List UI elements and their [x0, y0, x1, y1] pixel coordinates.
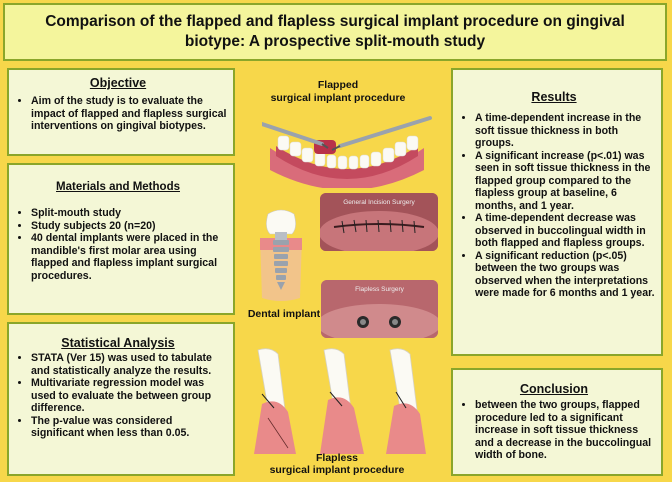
list-item: Aim of the study is to evaluate the impa… [31, 95, 227, 133]
results-panel: Results A time-dependent increase in the… [451, 68, 663, 356]
statistics-list: STATA (Ver 15) was used to tabulate and … [9, 352, 227, 440]
list-item: Multivariate regression model was used t… [31, 377, 227, 415]
flapped-caption: Flapped surgical implant procedure [270, 79, 406, 104]
gingival-biotype-illustrations [254, 348, 426, 454]
materials-list: Split-mouth studyStudy subjects 20 (n=20… [9, 207, 227, 282]
flapless-photo-label: Flapless Surgery [355, 286, 404, 293]
objective-heading: Objective [89, 76, 147, 90]
materials-panel: Materials and Methods Split-mouth studyS… [7, 163, 235, 315]
list-item: Split-mouth study [31, 207, 227, 220]
poster-title: Comparison of the flapped and flapless s… [3, 3, 667, 61]
list-item: Study subjects 20 (n=20) [31, 220, 227, 233]
flapped-surgery-illustration [262, 116, 432, 188]
list-item: between the two groups, flapped procedur… [475, 399, 655, 462]
conclusion-heading: Conclusion [519, 382, 589, 396]
list-item: 40 dental implants were placed in the ma… [31, 232, 227, 282]
statistics-panel: Statistical Analysis STATA (Ver 15) was … [7, 322, 235, 476]
conclusion-panel: Conclusion between the two groups, flapp… [451, 368, 663, 476]
flapless-caption: Flapless surgical implant procedure [269, 452, 405, 476]
incision-photo-label: General Incision Surgery [343, 199, 415, 206]
list-item: A significant reduction (p<.05) between … [475, 250, 655, 300]
flapless-surgery-photo: Flapless Surgery [321, 280, 438, 338]
list-item: The p-value was considered significant w… [31, 415, 227, 440]
incision-surgery-photo: General Incision Surgery [320, 193, 438, 251]
objective-panel: Objective Aim of the study is to evaluat… [7, 68, 235, 156]
materials-heading: Materials and Methods [56, 181, 180, 193]
conclusion-list: between the two groups, flapped procedur… [453, 399, 655, 462]
objective-list: Aim of the study is to evaluate the impa… [9, 95, 227, 133]
implant-caption: Dental implant [247, 308, 321, 320]
statistics-heading: Statistical Analysis [61, 336, 175, 350]
results-heading: Results [531, 90, 577, 104]
list-item: A time-dependent increase in the soft ti… [475, 112, 655, 150]
dental-implant-illustration [260, 209, 302, 301]
results-list: A time-dependent increase in the soft ti… [453, 112, 655, 300]
list-item: A time-dependent decrease was observed i… [475, 212, 655, 250]
list-item: A significant increase (p<.01) was seen … [475, 150, 655, 213]
list-item: STATA (Ver 15) was used to tabulate and … [31, 352, 227, 377]
